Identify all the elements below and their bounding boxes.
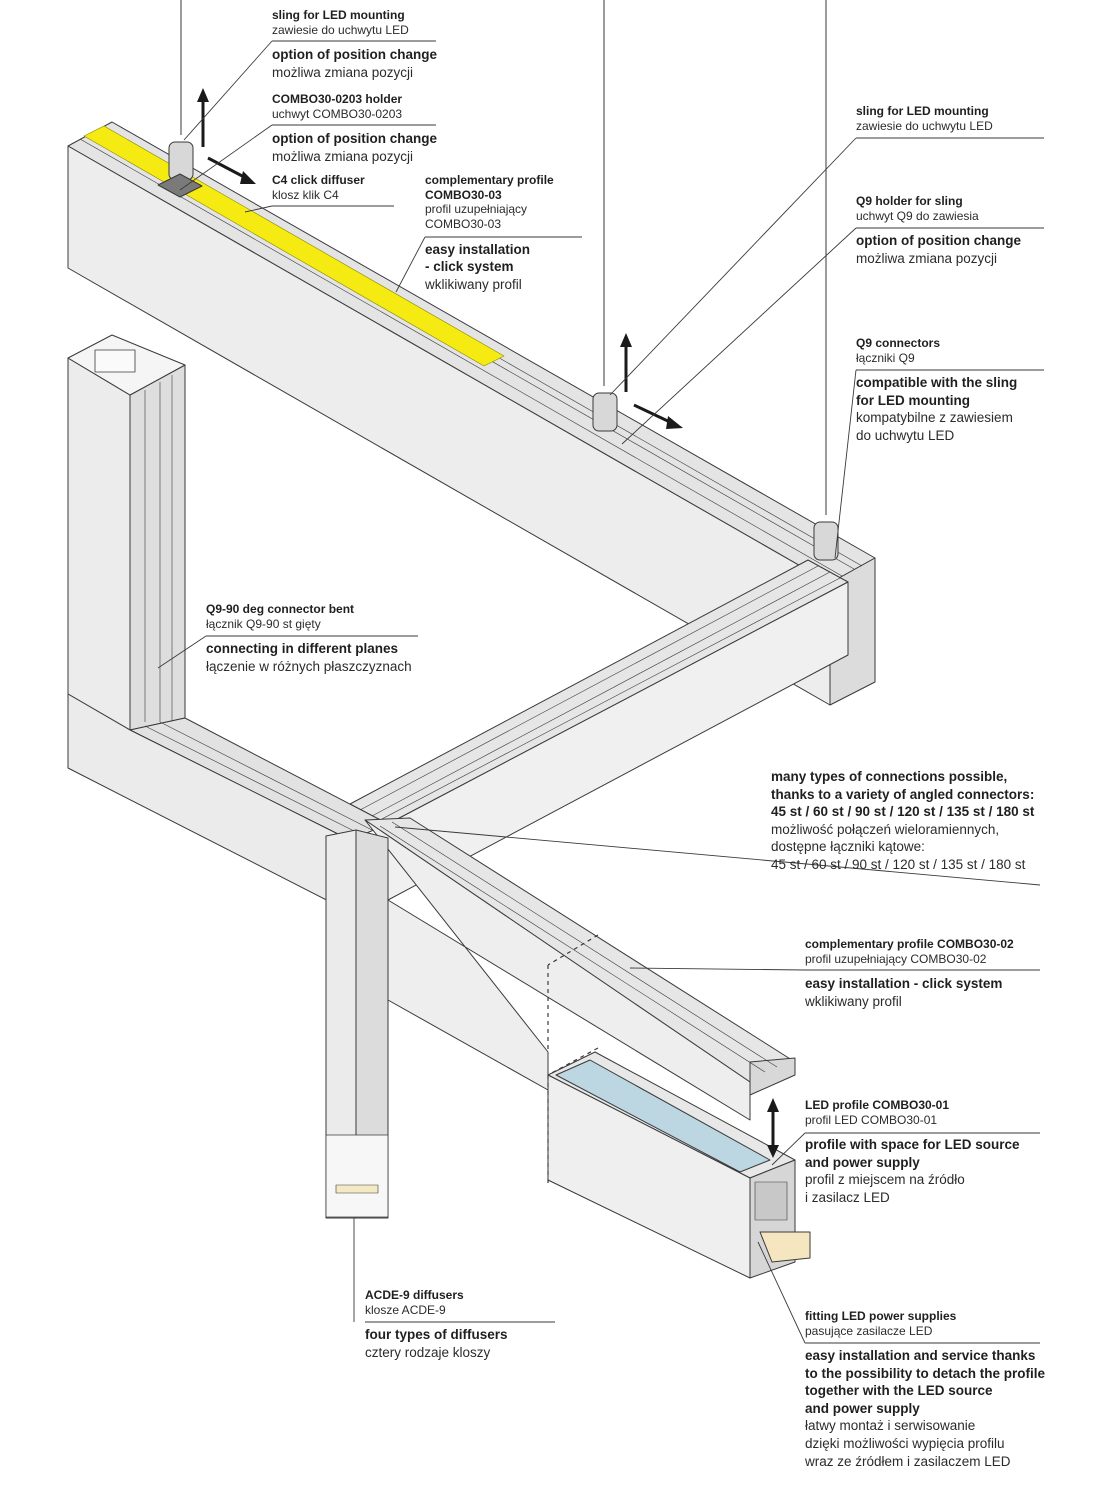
led-strip	[759, 1231, 811, 1263]
callout-title: Q9 holder for sling	[856, 194, 963, 208]
callout-desc: możliwa zmiana pozycji	[856, 250, 998, 266]
callout-sub: uchwyt Q9 do zawiesia	[856, 208, 979, 223]
callout-sub: łączniki Q9	[856, 350, 915, 365]
led-profile-inner	[555, 1059, 771, 1173]
callout-head: and power supply	[805, 1400, 920, 1416]
callout-head: 45 st / 60 st / 90 st / 120 st / 135 st …	[771, 804, 1035, 820]
callout-sub: profil uzupełniający	[425, 202, 528, 217]
callout-desc: łączenie w różnych płaszczyznach	[206, 658, 412, 674]
callout-desc: wklikiwany profil	[805, 993, 902, 1009]
callout-title: complementary profile COMBO30-02	[805, 937, 1014, 951]
callout-sub: łącznik Q9-90 st gięty	[206, 616, 321, 631]
callout-sub: klosz klik C4	[272, 187, 339, 202]
callout-desc: wraz ze źródłem i zasilaczem LED	[805, 1453, 1011, 1469]
callout-head: easy installation	[425, 241, 531, 257]
callout-sub: uchwyt COMBO30-0203	[272, 106, 403, 121]
callout-title: COMBO30-0203 holder	[272, 92, 403, 106]
callout-combo30-02: complementary profile COMBO30-02 profil …	[805, 937, 1014, 1010]
left-column-side	[129, 364, 186, 731]
callout-sub: zawiesie do uchwytu LED	[272, 22, 409, 37]
callout-head: and power supply	[805, 1154, 920, 1170]
callout-head: thanks to a variety of angled connectors…	[771, 786, 1035, 802]
callout-desc: dzięki możliwości wypięcia profilu	[805, 1435, 1005, 1451]
callout-head: compatible with the sling	[856, 375, 1018, 391]
callout-desc: i zasilacz LED	[805, 1189, 890, 1205]
sling-holder-2	[592, 392, 618, 432]
callout-sub: zawiesie do uchwytu LED	[856, 118, 993, 133]
callout-title: sling for LED mounting	[272, 8, 405, 22]
callout-acde9-diffusers: ACDE-9 diffusers klosze ACDE-9 four type…	[365, 1288, 508, 1361]
callout-c4-diffuser: C4 click diffuser klosz klik C4	[272, 173, 365, 202]
callout-title: Q9-90 deg connector bent	[206, 602, 355, 616]
callout-desc: możliwa zmiana pozycji	[272, 148, 414, 164]
drop-profile-side	[355, 829, 389, 1219]
callout-title: sling for LED mounting	[856, 104, 989, 118]
callout-desc: do uchwytu LED	[856, 427, 955, 443]
callout-head: four types of diffusers	[365, 1327, 508, 1343]
callout-desc: możliwość połączeń wieloramiennych,	[771, 821, 1000, 837]
callout-title: fitting LED power supplies	[805, 1309, 957, 1323]
callout-title: complementary profile	[425, 173, 554, 187]
callout-desc: dostępne łączniki kątowe:	[771, 839, 925, 855]
callout-head: together with the LED source	[805, 1383, 993, 1399]
callout-sub: profil uzupełniający COMBO30-02	[805, 951, 987, 966]
callout-title: ACDE-9 diffusers	[365, 1288, 464, 1302]
callout-desc: profil z miejscem na źródło	[805, 1172, 965, 1188]
callout-combo30-01: LED profile COMBO30-01 profil LED COMBO3…	[805, 1098, 1020, 1206]
callout-head: for LED mounting	[856, 392, 970, 408]
callout-q9-connectors: Q9 connectors łączniki Q9 compatible wit…	[856, 336, 1017, 444]
callout-title: Q9 connectors	[856, 336, 941, 350]
callout-head: connecting in different planes	[206, 641, 399, 657]
callout-desc: wklikiwany profil	[425, 276, 522, 292]
callout-head: - click system	[425, 259, 514, 275]
left-column-front	[67, 357, 131, 731]
callout-head: option of position change	[856, 233, 1021, 249]
callout-desc: możliwa zmiana pozycji	[272, 64, 414, 80]
callout-desc: 45 st / 60 st / 90 st / 120 st / 135 st …	[771, 856, 1026, 872]
callout-q9-90-connector: Q9-90 deg connector bent łącznik Q9-90 s…	[206, 602, 412, 675]
callout-sub: klosze ACDE-9	[365, 1302, 446, 1317]
callout-sling-2: sling for LED mounting zawiesie do uchwy…	[856, 104, 993, 133]
callout-sub: COMBO30-03	[425, 216, 502, 231]
callout-head: profile with space for LED source	[805, 1137, 1020, 1153]
callout-head: option of position change	[272, 131, 437, 147]
callout-head: easy installation and service thanks	[805, 1348, 1036, 1364]
callout-q9-holder: Q9 holder for sling uchwyt Q9 do zawiesi…	[856, 194, 1021, 267]
callout-desc: cztery rodzaje kloszy	[365, 1344, 491, 1360]
callout-head: many types of connections possible,	[771, 769, 1008, 784]
callout-connection-types: many types of connections possible, than…	[771, 768, 1034, 873]
callout-sub: profil LED COMBO30-01	[805, 1112, 938, 1127]
callout-sub: pasujące zasilacze LED	[805, 1323, 933, 1338]
callout-title: C4 click diffuser	[272, 173, 365, 187]
callout-combo-holder: COMBO30-0203 holder uchwyt COMBO30-0203 …	[272, 92, 437, 165]
callout-power-supplies: fitting LED power supplies pasujące zasi…	[805, 1309, 1045, 1470]
callout-desc: łatwy montaż i serwisowanie	[805, 1418, 976, 1434]
sling-holder-3	[813, 521, 839, 561]
callout-title: LED profile COMBO30-01	[805, 1098, 950, 1112]
callout-head: option of position change	[272, 47, 437, 63]
callout-combo30-03: complementary profile COMBO30-03 profil …	[425, 173, 554, 293]
callout-sling-1: sling for LED mounting zawiesie do uchwy…	[272, 8, 437, 81]
callout-desc: kompatybilne z zawiesiem	[856, 410, 1013, 426]
complementary-profile-end	[749, 1057, 796, 1096]
callout-title-2: COMBO30-03	[425, 187, 502, 202]
callout-head: easy installation - click system	[805, 976, 1003, 992]
callout-head: to the possibility to detach the profile	[805, 1365, 1046, 1381]
